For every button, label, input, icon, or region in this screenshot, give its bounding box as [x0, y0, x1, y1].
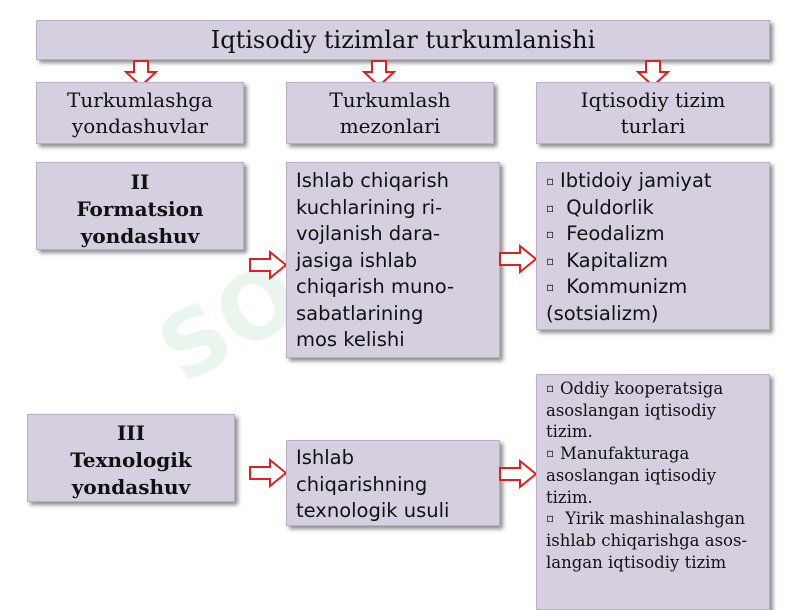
list-item: ▫Ibtidoiy jamiyat: [546, 168, 769, 195]
list-item: ▫ Quldorlik: [546, 195, 769, 222]
types-texnologik: ▫Oddiy kooperatsiga asoslangan iqtisodiy…: [536, 374, 770, 610]
list-item: ▫ Feodalizm: [546, 221, 769, 248]
list-item: ▫ Kapitalizm: [546, 248, 769, 275]
column-header-approaches: Turkumlashga yondashuvlar: [36, 82, 244, 144]
right-arrow-icon: [499, 244, 538, 274]
right-arrow-icon: [499, 459, 538, 489]
bullet-icon: ▫: [546, 511, 555, 526]
list-item: ▫Manufakturaga asoslangan iqtisodiy tizi…: [546, 444, 717, 507]
bullet-icon: ▫: [546, 280, 555, 294]
title-box: Iqtisodiy tizimlar turkumlanishi: [36, 20, 770, 60]
criterion-formatsion: Ishlab chiqarish kuchlarining ri- vojlan…: [286, 162, 500, 358]
page-title: Iqtisodiy tizimlar turkumlanishi: [210, 26, 596, 54]
list-item: ▫Oddiy kooperatsiga asoslangan iqtisodiy…: [546, 379, 724, 442]
approach-texnologik: III Texnologik yondashuv: [27, 414, 235, 502]
right-arrow-icon: [249, 250, 288, 280]
approach-formatsion: II Formatsion yondashuv: [36, 162, 244, 250]
down-arrow-icon: [362, 60, 396, 88]
bullet-icon: ▫: [546, 253, 555, 268]
column-header-types: Iqtisodiy tizim turlari: [536, 82, 770, 144]
bullet-icon: ▫: [546, 381, 555, 395]
types-formatsion: ▫Ibtidoiy jamiyat ▫ Quldorlik ▫ Feodaliz…: [536, 162, 770, 330]
down-arrow-icon: [636, 60, 670, 88]
right-arrow-icon: [249, 458, 288, 488]
list-item: ▫ Yirik mashinalashgan ishlab chiqarishg…: [546, 509, 748, 572]
column-header-criteria: Turkumlash mezonlari: [286, 82, 494, 144]
list-item: ▫ Kommunizm (sotsializm): [546, 275, 688, 325]
down-arrow-icon: [124, 60, 158, 88]
bullet-icon: ▫: [546, 200, 555, 215]
bullet-icon: ▫: [546, 446, 555, 461]
criterion-texnologik: Ishlab chiqarishning texnologik usuli: [286, 440, 500, 526]
bullet-icon: ▫: [546, 227, 555, 241]
bullet-icon: ▫: [546, 174, 555, 188]
